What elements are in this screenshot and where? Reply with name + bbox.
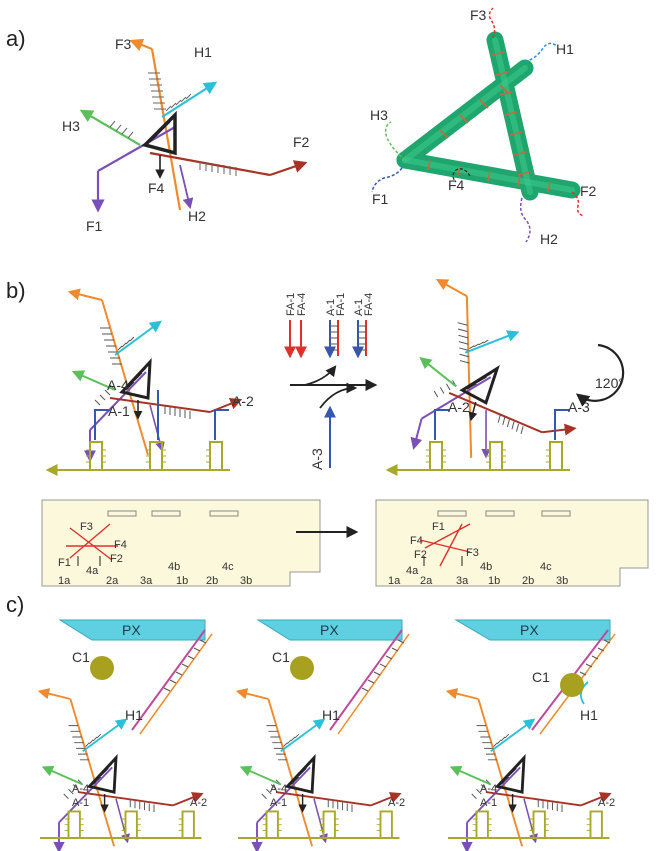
- strand-label-5: A-1: [353, 299, 365, 316]
- label-3d-H2: H2: [540, 231, 558, 247]
- label-b-A4: A-4: [107, 377, 129, 393]
- label-H3: H3: [62, 118, 80, 134]
- label-3d-F1: F1: [372, 191, 389, 207]
- a4-label-2: A-4: [270, 783, 287, 795]
- panel-c-step-2: PX C1 H1 A-4 A-1 A-2: [238, 619, 410, 851]
- label-b-right-A3: A-3: [568, 399, 590, 415]
- label-3d-H1: H1: [556, 41, 574, 57]
- board-right: F1 F4 F2 F3 4a 4b 4c 1a 2a 3a 1b 2b 3b: [375, 499, 649, 587]
- label-3d-F3: F3: [470, 7, 487, 23]
- c1-label-3: C1: [532, 669, 550, 685]
- label-b-right-A2: A-2: [448, 399, 470, 415]
- board-right-F2: F2: [414, 549, 427, 561]
- label-F1: F1: [86, 218, 103, 234]
- board-left-site-2a: 2a: [106, 575, 119, 587]
- label-F4: F4: [148, 180, 165, 196]
- board-left-site-1b: 1b: [176, 575, 188, 587]
- board-left-4b: 4b: [168, 561, 180, 573]
- a4-label-3: A-4: [480, 783, 497, 795]
- panel-c-step-1: PX C1 H1 A-4 A-1 A-2: [40, 619, 213, 851]
- strand-label-2: FA-4: [296, 293, 308, 316]
- board-right-site-2b: 2b: [522, 575, 534, 587]
- label-3d-F2: F2: [580, 183, 597, 199]
- panel-b-left-structure: A-4 A-1 A-2: [45, 292, 254, 476]
- a4-label-1: A-4: [72, 783, 89, 795]
- board-left: F3 F4 F2 F1 4a 4b 4c 1a 2a 3a 1b 2b 3b: [41, 499, 321, 587]
- c1-label-1: C1: [72, 649, 90, 665]
- a2-label-2: A-2: [388, 797, 405, 809]
- label-b-A2: A-2: [232, 393, 254, 409]
- panel-a-schematic: F3 H1 H3 F2 F4 F1 H2: [62, 36, 310, 234]
- board-right-site-1b: 1b: [488, 575, 500, 587]
- board-right-F4: F4: [410, 535, 423, 547]
- panel-label-a: a): [6, 26, 26, 51]
- incoming-A3: A-3: [309, 448, 325, 470]
- rotation-label: 120°: [595, 375, 624, 391]
- panel-b-right-structure: A-2 A-3 120°: [385, 280, 625, 486]
- strand-label-1: FA-1: [285, 293, 297, 316]
- panel-a-3d-model: F3 H1 H3 F4 F2 F1 H2: [370, 7, 597, 247]
- board-right-4b: 4b: [480, 561, 492, 573]
- px-label-1: PX: [122, 622, 141, 638]
- strand-label-3: A-1: [325, 299, 337, 316]
- panel-b-strands: FA-1 FA-4 A-1 FA-1 A-1 FA-4 A-3: [284, 293, 378, 470]
- px-label-3: PX: [520, 622, 539, 638]
- panel-label-c: c): [6, 592, 24, 617]
- a2-label-1: A-2: [190, 797, 207, 809]
- board-right-site-3b: 3b: [556, 575, 568, 587]
- board-right-site-1a: 1a: [388, 575, 401, 587]
- board-right-site-2a: 2a: [420, 575, 433, 587]
- a1-label-2: A-1: [270, 797, 287, 809]
- label-F2: F2: [293, 134, 310, 150]
- strand-label-4: FA-1: [335, 293, 347, 316]
- board-left-F2: F2: [110, 553, 123, 565]
- label-H1: H1: [194, 44, 212, 60]
- strand-label-6: FA-4: [363, 293, 375, 316]
- board-right-4a: 4a: [406, 565, 419, 577]
- board-left-site-1a: 1a: [58, 575, 71, 587]
- board-left-site-2b: 2b: [206, 575, 218, 587]
- label-F3: F3: [115, 36, 132, 52]
- panel-label-b: b): [6, 278, 26, 303]
- board-left-4c: 4c: [222, 561, 234, 573]
- px-label-2: PX: [320, 622, 339, 638]
- a1-label-3: A-1: [480, 797, 497, 809]
- board-right-F1: F1: [432, 521, 445, 533]
- label-3d-H3: H3: [370, 107, 388, 123]
- label-3d-F4: F4: [448, 177, 465, 193]
- label-H2: H2: [188, 208, 206, 224]
- h1-label-1: H1: [125, 707, 143, 723]
- c1-label-2: C1: [272, 649, 290, 665]
- h1-label-3: H1: [580, 707, 598, 723]
- panel-c-step-3: PX C1 H1 A-4 A-1 A-2: [448, 619, 616, 851]
- board-left-4a: 4a: [86, 565, 99, 577]
- a2-label-3: A-2: [598, 797, 615, 809]
- a1-label-1: A-1: [72, 797, 89, 809]
- label-b-A1: A-1: [108, 403, 130, 419]
- board-left-F1: F1: [58, 557, 71, 569]
- board-left-site-3b: 3b: [240, 575, 252, 587]
- board-right-F3: F3: [466, 547, 479, 559]
- board-right-site-3a: 3a: [456, 575, 469, 587]
- board-right-4c: 4c: [540, 561, 552, 573]
- board-left-site-3a: 3a: [140, 575, 153, 587]
- board-left-F4: F4: [114, 539, 127, 551]
- h1-label-2: H1: [322, 707, 340, 723]
- board-left-F3: F3: [80, 521, 93, 533]
